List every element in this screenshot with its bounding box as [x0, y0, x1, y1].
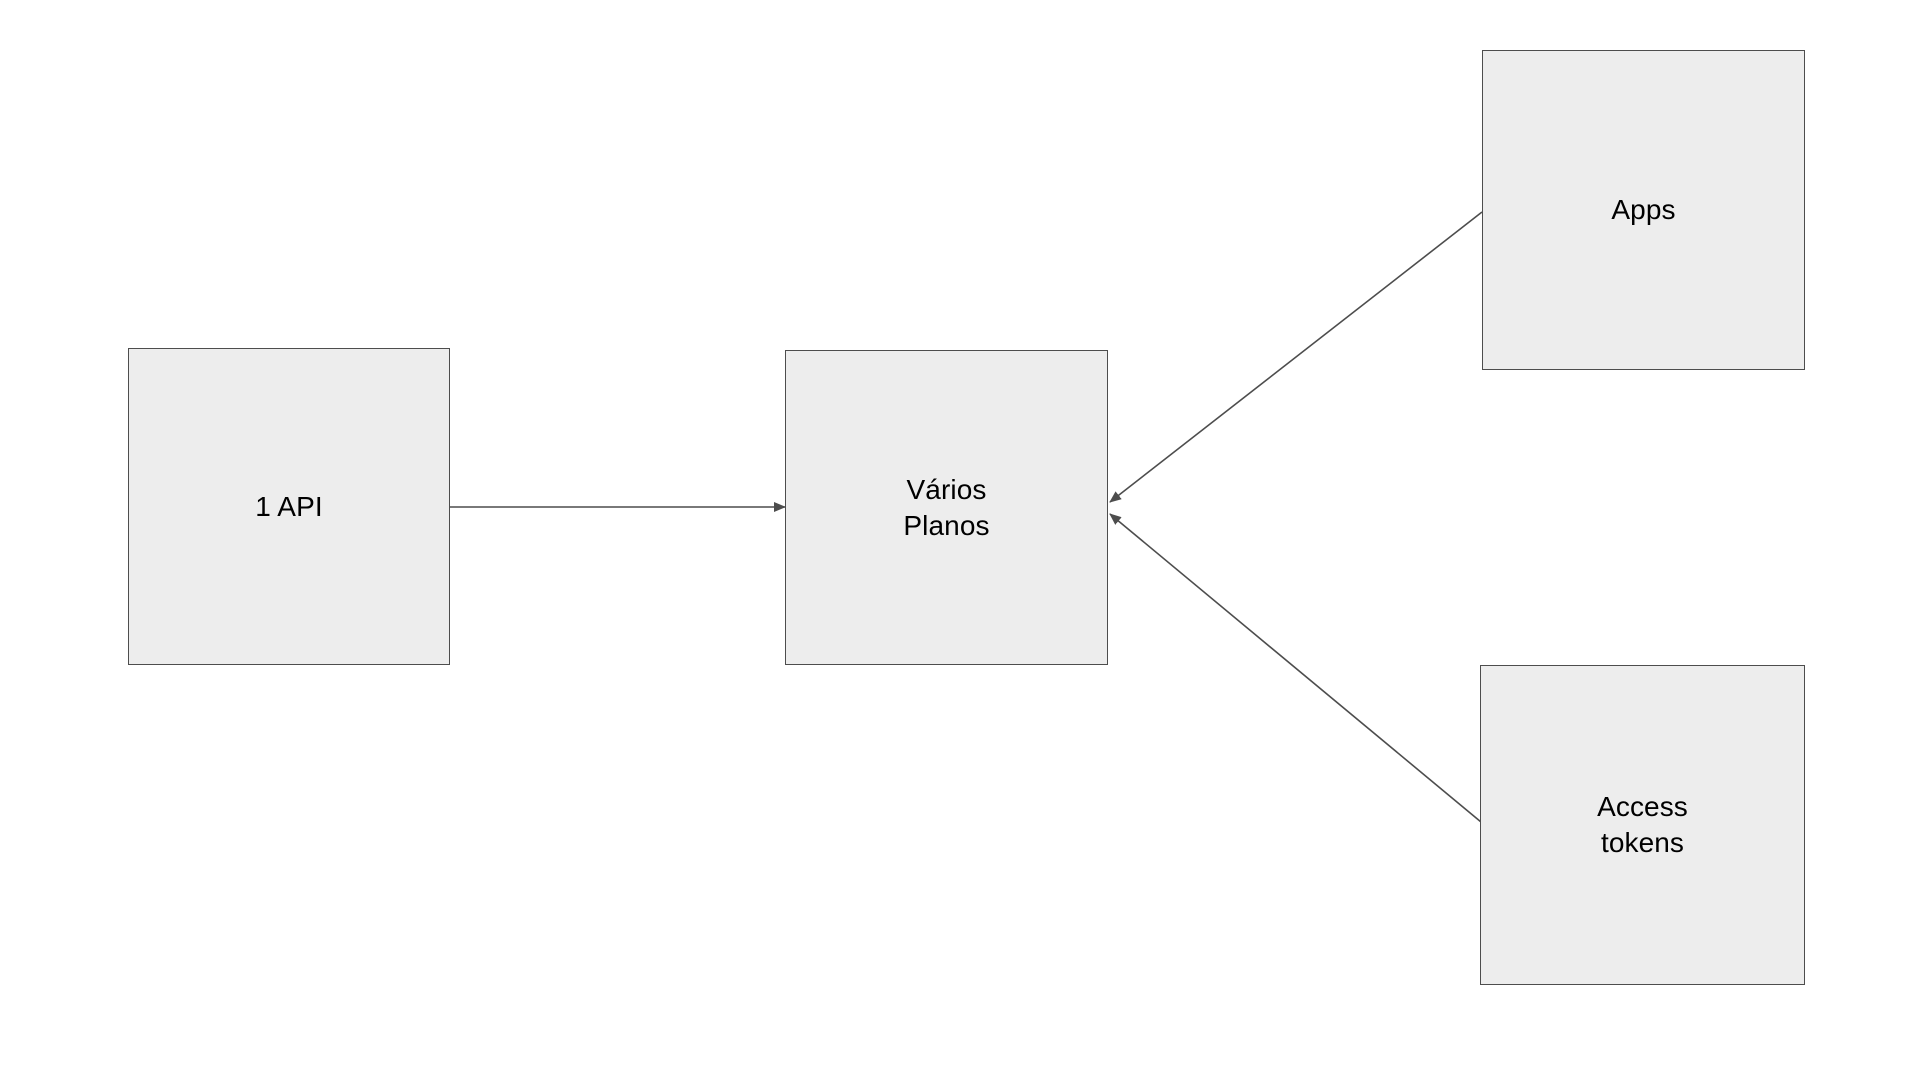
edge-tokens-to-planos — [1109, 513, 1482, 823]
node-apps[interactable]: Apps — [1482, 50, 1805, 370]
node-apps-label: Apps — [1611, 194, 1676, 225]
node-1-api[interactable]: 1 API — [128, 348, 450, 665]
node-1-api-label: 1 API — [255, 490, 323, 522]
edge-apps-to-planos — [1109, 211, 1483, 503]
node-varios-planos-label: Vários Planos — [903, 473, 990, 541]
node-access-tokens[interactable]: Access tokens — [1480, 665, 1805, 985]
node-access-tokens-label: Access tokens — [1597, 791, 1688, 858]
node-varios-planos[interactable]: Vários Planos — [785, 350, 1108, 665]
